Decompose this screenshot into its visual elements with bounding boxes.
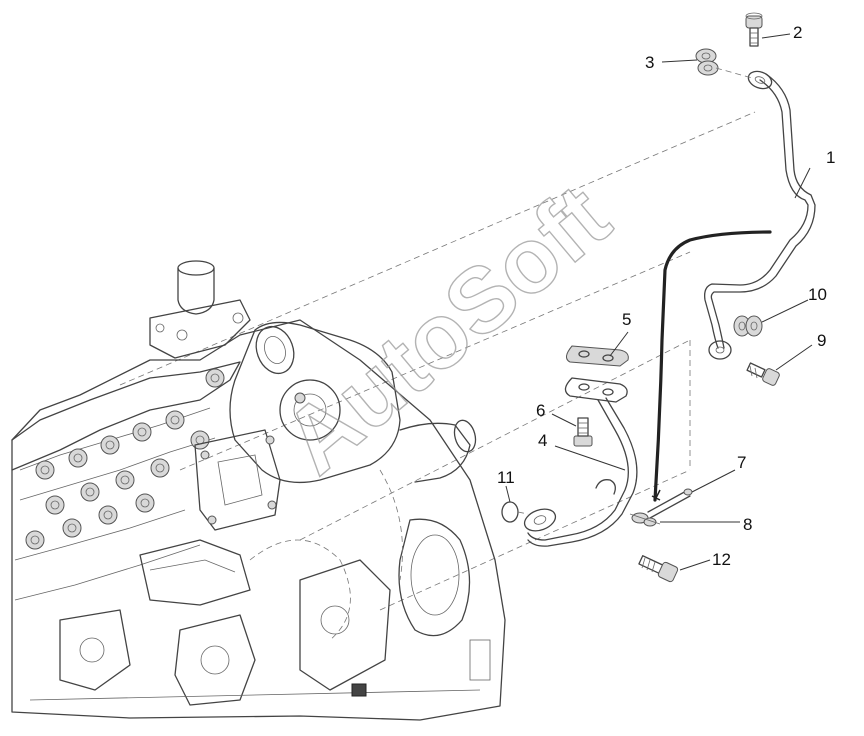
callout-10: 10: [808, 285, 827, 304]
sealing-washer-set-top: [695, 48, 753, 79]
callout-5: 5: [622, 310, 631, 329]
callout-9: 9: [817, 331, 826, 350]
callout-labels: 1 2 3 4 5 6 7 8 9 10 11 12: [497, 23, 835, 569]
callout-3: 3: [645, 53, 654, 72]
callout-1: 1: [826, 148, 835, 167]
clamp-fixing: [629, 512, 661, 527]
leader-lines: [505, 33, 813, 571]
callout-7: 7: [737, 453, 746, 472]
banjo-bolt-bottom: [746, 362, 780, 386]
callout-4: 4: [538, 431, 547, 450]
callout-8: 8: [743, 515, 752, 534]
banjo-bolt-top: [745, 12, 763, 47]
oil-return-hose: [651, 230, 772, 502]
sealing-washer-set-bottom: [733, 315, 763, 337]
callout-12: 12: [712, 550, 731, 569]
engine-block: [11, 111, 756, 721]
o-ring: [501, 501, 529, 523]
oil-return-pipe: [523, 377, 638, 547]
hose-clamp: [647, 488, 693, 519]
oil-feed-pipe: [704, 70, 816, 360]
flange-bolt: [573, 417, 593, 447]
connector-bolt: [638, 555, 679, 583]
callout-11: 11: [497, 468, 515, 487]
flange-gasket: [566, 345, 629, 367]
callout-2: 2: [793, 23, 802, 42]
callout-6: 6: [536, 401, 545, 420]
